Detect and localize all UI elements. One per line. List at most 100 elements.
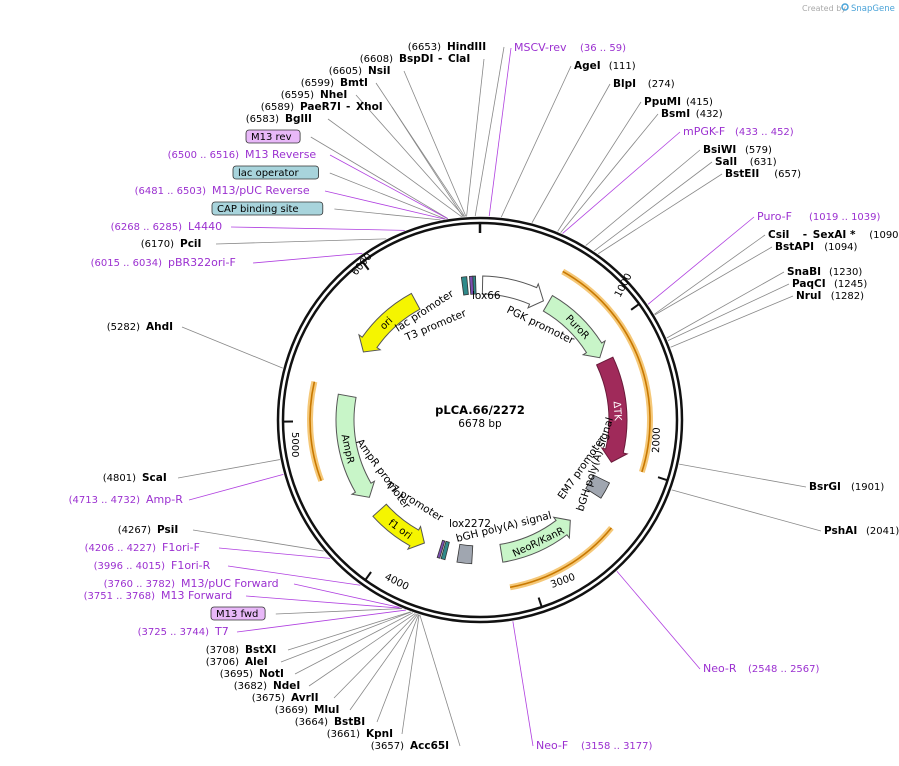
primer-pos-pbr322orif: (6015 .. 6034) [91, 258, 163, 269]
small-feature-3 [456, 543, 474, 565]
site-pos-bmti: (6599) [301, 78, 334, 89]
lox2272-label: lox2272 [449, 518, 491, 530]
leader-left-9 [329, 172, 446, 220]
site-name-pcii: PciI [180, 238, 201, 250]
leader-right-12 [666, 271, 785, 339]
site-pos-hindiii: (6653) [408, 42, 441, 53]
site-pos-ahdi: (5282) [107, 322, 140, 333]
feature-text-1: ΔTK [611, 401, 623, 422]
box-text-lacoperator: lac operator [238, 168, 299, 179]
tick-label-5000: 5000 [289, 432, 300, 457]
site-pos-bstbi: (3664) [295, 717, 328, 728]
site-pos-paer7i: (6589) [261, 102, 294, 113]
site-name2-csii: SexAI * [813, 229, 856, 241]
box-capbindingsite [211, 201, 324, 216]
leader-right-6 [585, 149, 701, 246]
site-pos-ndei: (3682) [234, 681, 267, 692]
watermark-brand: SnapGene [851, 4, 895, 14]
site-name-scai: ScaI [142, 472, 167, 484]
primer-name-l4440: L4440 [188, 220, 222, 233]
tick-2000 [657, 476, 668, 482]
primer-pos-m13pucreverse: (6481 .. 6503) [135, 186, 207, 197]
tick-1000 [630, 303, 640, 311]
leader-left-10 [324, 190, 445, 220]
site-name-kpni: KpnI [366, 728, 393, 740]
site-pos-bsteii: (657) [774, 169, 801, 180]
primer-pos-purof: (1019 .. 1039) [809, 212, 881, 223]
leader-left-1 [466, 58, 485, 217]
site-dash-csii: - [803, 229, 807, 241]
box-text-capbindingsite: CAP binding site [217, 204, 299, 215]
snapgene-logo-icon [841, 3, 849, 11]
site-name-sali: SalI [715, 156, 737, 168]
leader-right-10 [654, 234, 766, 315]
site-pos-bsmi: (432) [696, 109, 723, 120]
feature-ampr [335, 393, 376, 498]
feature-tk [595, 356, 629, 463]
orange-arc-0 [562, 270, 651, 473]
leader-left-7 [310, 136, 449, 219]
leader-right-14 [670, 295, 794, 348]
site-pos-bstxi: (3708) [206, 645, 239, 656]
site-name-ppumi: PpuMI [644, 96, 681, 108]
site-name-bstbi: BstBI [334, 716, 365, 728]
site-pos-bglii: (6583) [246, 114, 279, 125]
tick-4000 [364, 571, 372, 581]
feature-puror [542, 294, 606, 359]
primer-name-m13reverse: M13 Reverse [245, 148, 316, 161]
feature-neorkanr [499, 516, 571, 563]
site-name-bmti: BmtI [340, 77, 368, 89]
site-name-psii: PsiI [157, 524, 178, 536]
tick-label-2000: 2000 [651, 427, 663, 453]
orange-arc-2 [309, 381, 322, 482]
leader-left-3 [375, 82, 466, 217]
site-name-csii: CsiI [768, 229, 789, 241]
site-dash-paer7i: - [346, 101, 350, 113]
primer-name-ampr: Amp-R [146, 493, 183, 506]
site-name-bsteii: BstEII [725, 168, 759, 180]
plasmid-name: pLCA.66/2272 [435, 403, 525, 417]
site-name-noti: NotI [259, 668, 284, 680]
leader-left-14 [252, 252, 363, 264]
box-text-m13fwd: M13 fwd [216, 609, 258, 620]
site-pos-pshai: (2041) [866, 526, 899, 537]
site-pos-pcii: (6170) [141, 239, 174, 250]
plasmid-size: 6678 bp [458, 418, 502, 430]
leader-left-32 [401, 614, 420, 735]
small-feature-6 [436, 539, 446, 559]
site-pos-sali: (631) [750, 157, 777, 168]
site-pos-blpi: (274) [648, 79, 675, 90]
leader-left-30 [349, 614, 418, 711]
feature-f1ori [372, 503, 426, 551]
leader-lines [177, 46, 822, 747]
site-name-paqci: PaqCI [792, 278, 826, 290]
site-pos-mlui: (3669) [275, 705, 308, 716]
leader-right-4 [560, 113, 659, 233]
primer-pos-m13reverse: (6500 .. 6516) [168, 150, 240, 161]
site-name-ndei: NdeI [273, 680, 300, 692]
leader-left-23 [275, 608, 403, 615]
site-name-snabi: SnaBI [787, 266, 821, 278]
small-feature-5 [440, 540, 450, 561]
tick-label-4000: 4000 [383, 572, 411, 593]
site-pos-scai: (4801) [103, 473, 136, 484]
site-name-bglii: BglII [285, 113, 312, 125]
leader-right-7 [593, 161, 713, 252]
primer-name-m13forward: M13 Forward [161, 589, 232, 602]
primer-pos-m13pucforward: (3760 .. 3782) [104, 579, 176, 590]
site-pos-kpni: (3661) [327, 729, 360, 740]
site-pos-paqci: (1245) [834, 279, 867, 290]
site-name-blpi: BlpI [613, 78, 636, 90]
primer-pos-l4440: (6268 .. 6285) [111, 222, 183, 233]
leader-left-4 [355, 94, 465, 217]
small-features [436, 275, 611, 565]
primer-pos-f1orif: (4206 .. 4227) [85, 543, 157, 554]
site-name2-bspdi: ClaI [448, 53, 470, 65]
site-pos-bsrgi: (1901) [851, 482, 884, 493]
site-name-bstxi: BstXI [245, 644, 276, 656]
site-dash-bspdi: - [438, 53, 442, 65]
leader-left-2 [403, 70, 467, 217]
leader-left-33 [419, 614, 461, 747]
leader-right-8 [598, 173, 723, 255]
site-name-bspdi: BspDI [399, 53, 433, 65]
